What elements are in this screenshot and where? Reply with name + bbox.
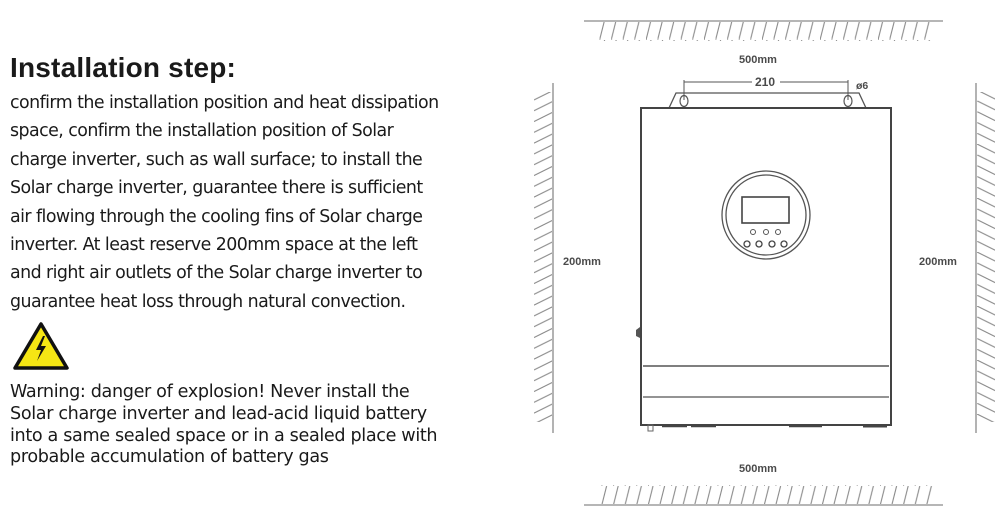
bottom-wall (584, 485, 943, 506)
high-voltage-warning-icon (13, 322, 69, 370)
instruction-line: confirm the installation position and he… (10, 93, 439, 113)
warning-line: Warning: danger of explosion! Never inst… (10, 382, 410, 402)
warning-line: into a same sealed space or in a sealed … (10, 425, 438, 446)
instruction-line: space, confirm the installation position… (10, 121, 394, 142)
control-panel (721, 170, 811, 260)
page-title: Installation step: (10, 52, 237, 83)
installation-clearance-diagram: 500mm 210 ø6 200mm 200mm 500mm (520, 0, 1000, 528)
hole-diameter-label: ø6 (856, 80, 869, 92)
instruction-line: guarantee heat loss through natural conv… (10, 291, 406, 312)
instruction-line: and right air outlets of the Solar charg… (10, 263, 423, 284)
top-clearance-label: 500mm (739, 54, 777, 66)
explosion-warning: Warning: danger of explosion! Never inst… (10, 382, 438, 469)
top-wall (584, 20, 943, 41)
mounting-bracket (668, 92, 867, 109)
instruction-line: inverter. At least reserve 200mm space a… (10, 235, 418, 256)
bottom-clearance-label: 500mm (739, 463, 777, 475)
hole-spacing-label: 210 (755, 75, 776, 89)
instruction-line: Solar charge inverter, guarantee there i… (10, 178, 423, 199)
instruction-line: air flowing through the cooling fins of … (10, 206, 423, 227)
installation-instructions: confirm the installation position and he… (10, 89, 530, 316)
warning-line: probable accumulation of battery gas (10, 447, 329, 468)
warning-line: Solar charge inverter and lead-acid liqu… (10, 403, 427, 424)
right-wall (975, 83, 995, 433)
right-clearance-label: 200mm (919, 256, 957, 268)
left-wall (534, 83, 554, 433)
instruction-line: charge inverter, such as wall surface; t… (10, 149, 423, 170)
left-clearance-label: 200mm (563, 256, 601, 268)
inverter-body (636, 107, 892, 432)
mount-hole-dimension (683, 80, 849, 100)
